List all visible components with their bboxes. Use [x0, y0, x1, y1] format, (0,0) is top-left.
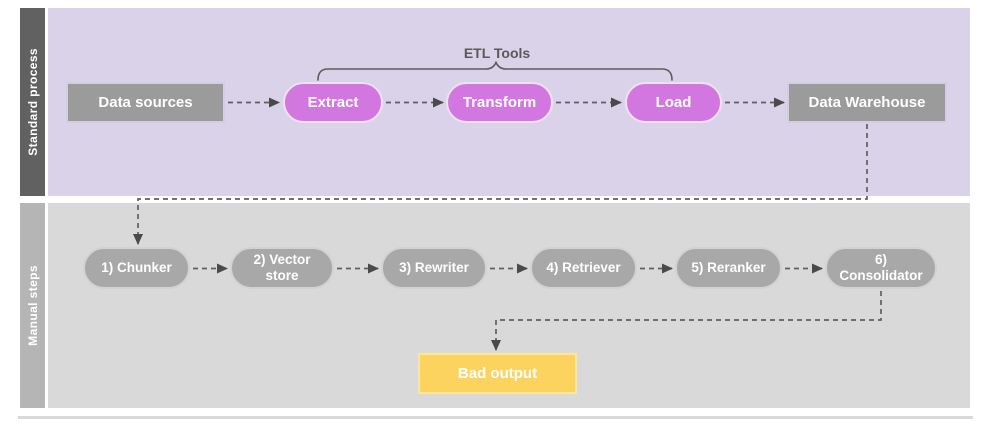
node-rewriter-label: 3) Rewriter	[399, 260, 469, 276]
node-reranker: 5) Reranker	[675, 247, 782, 289]
node-vector-store-label: 2) Vector store	[253, 252, 311, 283]
node-consolidator: 6) Consolidator	[825, 247, 937, 289]
node-extract-label: Extract	[307, 93, 359, 111]
node-consolidator-label: 6) Consolidator	[839, 252, 923, 283]
bottom-divider	[18, 416, 973, 419]
node-rewriter: 3) Rewriter	[381, 247, 487, 289]
node-vector-store: 2) Vector store	[230, 247, 334, 289]
node-retriever: 4) Retriever	[530, 247, 637, 289]
node-data-sources-label: Data sources	[98, 93, 193, 111]
lane-bar-manual-steps: Manual steps	[20, 203, 45, 408]
node-load-label: Load	[655, 93, 692, 111]
node-data-warehouse-label: Data Warehouse	[808, 93, 926, 111]
etl-tools-group-label: ETL Tools	[463, 45, 531, 61]
node-reranker-label: 5) Reranker	[691, 260, 766, 276]
node-data-sources: Data sources	[66, 82, 225, 123]
node-chunker: 1) Chunker	[83, 247, 190, 289]
node-transform-label: Transform	[462, 93, 537, 111]
lane-standard-label: Standard process	[25, 48, 40, 156]
node-extract: Extract	[283, 82, 383, 123]
node-chunker-label: 1) Chunker	[101, 260, 172, 276]
node-load: Load	[625, 82, 722, 123]
lane-bar-standard-process: Standard process	[20, 8, 45, 196]
node-bad-output-label: Bad output	[457, 364, 538, 382]
lane-manual-label: Manual steps	[25, 265, 40, 346]
node-transform: Transform	[446, 82, 553, 123]
node-bad-output: Bad output	[418, 353, 577, 394]
node-retriever-label: 4) Retriever	[546, 260, 621, 276]
node-data-warehouse: Data Warehouse	[787, 82, 947, 123]
